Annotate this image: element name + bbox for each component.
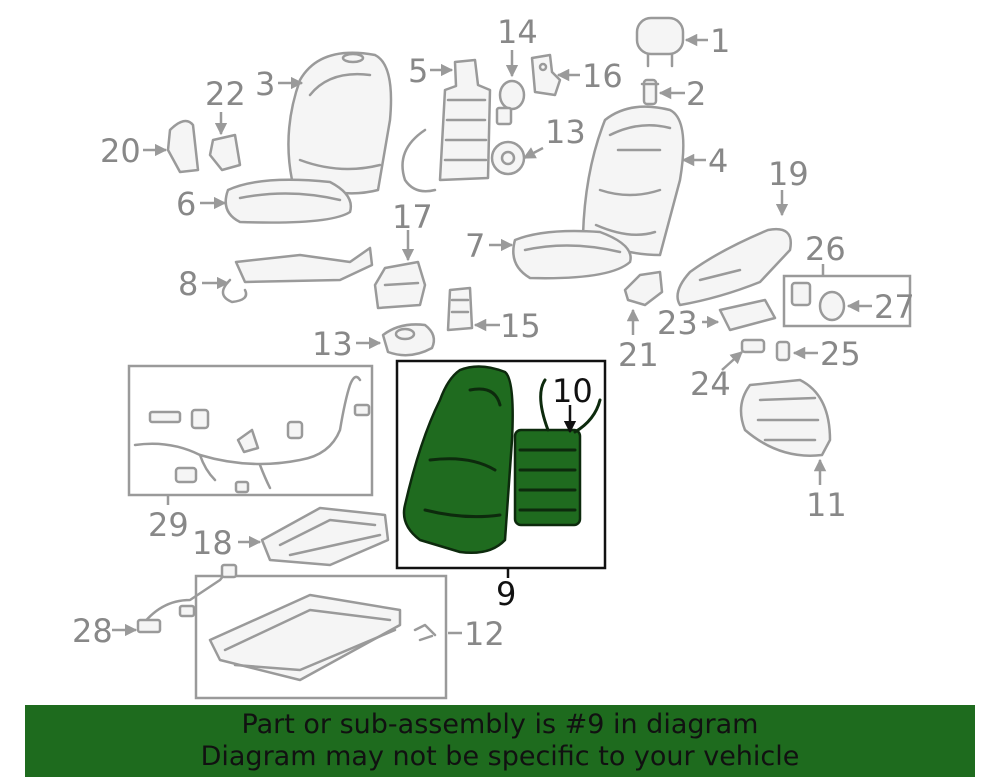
callout-23: 23 — [657, 304, 698, 342]
callout-5: 5 — [408, 52, 428, 90]
callout-3: 3 — [255, 65, 275, 103]
part-24-knob — [740, 338, 766, 354]
callout-29: 29 — [148, 506, 189, 544]
part-27-cap — [818, 290, 846, 322]
callout-11: 11 — [806, 486, 847, 524]
part-17-control-unit — [373, 260, 427, 310]
callout-10: 10 — [552, 372, 593, 410]
banner-line-2: Diagram may not be specific to your vehi… — [200, 741, 800, 772]
part-6-cushion-cover — [224, 178, 353, 224]
banner-line-1: Part or sub-assembly is #9 in diagram — [241, 709, 759, 740]
part-26-knob — [790, 281, 812, 307]
part-15-bracket — [446, 286, 474, 332]
part-28-harness — [136, 563, 238, 634]
part-4-seatback-pad — [581, 105, 685, 257]
part-19-side-shield — [676, 227, 792, 307]
callout-19: 19 — [768, 155, 809, 193]
part-9-seatback-frame — [402, 365, 602, 554]
part-29-wiring-harness — [133, 375, 371, 494]
callout-28: 28 — [72, 612, 113, 650]
part-26-group-box — [782, 274, 912, 328]
callout-20: 20 — [100, 132, 141, 170]
part-29-group-box — [127, 364, 374, 497]
callout-2: 2 — [686, 75, 706, 113]
callout-6: 6 — [176, 185, 196, 223]
callout-1: 1 — [710, 22, 730, 60]
callout-13a: 13 — [545, 113, 586, 151]
part-8-heater-mat — [221, 246, 374, 304]
part-25-clip — [775, 340, 791, 362]
part-9-group-box — [395, 359, 607, 570]
callout-14: 14 — [497, 13, 538, 51]
callout-21: 21 — [618, 336, 659, 374]
part-2-headrest-guide — [640, 78, 660, 106]
part-1-headrest — [635, 16, 685, 68]
callout-25: 25 — [820, 335, 861, 373]
callout-9: 9 — [496, 575, 516, 613]
part-7-cushion-pad — [512, 229, 632, 280]
callout-22: 22 — [205, 75, 246, 113]
callout-13b: 13 — [312, 325, 353, 363]
part-23-switch — [718, 298, 777, 332]
part-16-hinge — [530, 53, 562, 97]
part-12-seat-track — [208, 593, 437, 682]
callout-27: 27 — [874, 288, 915, 326]
part-13-recliner-upper — [490, 140, 526, 176]
callout-18: 18 — [192, 524, 233, 562]
part-13-recliner-lower — [381, 323, 436, 357]
part-18-cushion-frame — [260, 506, 390, 567]
part-22-cover — [208, 133, 242, 172]
callout-7: 7 — [465, 227, 485, 265]
part-11-side-cover — [739, 378, 832, 457]
callout-16: 16 — [582, 57, 623, 95]
part-20-trim — [166, 119, 200, 174]
callout-12: 12 — [464, 615, 505, 653]
callout-24: 24 — [690, 365, 731, 403]
part-21-bracket — [623, 270, 664, 307]
part-3-seatback-cover — [287, 51, 393, 195]
callout-8: 8 — [178, 265, 198, 303]
callout-4: 4 — [708, 142, 728, 180]
callout-17: 17 — [392, 198, 433, 236]
part-14-knob — [495, 79, 526, 126]
callout-15: 15 — [500, 307, 541, 345]
part-5-back-panel — [401, 58, 492, 193]
callout-26: 26 — [805, 230, 846, 268]
info-banner: Part or sub-assembly is #9 in diagram Di… — [25, 705, 975, 777]
part-12-group-box — [194, 574, 448, 700]
